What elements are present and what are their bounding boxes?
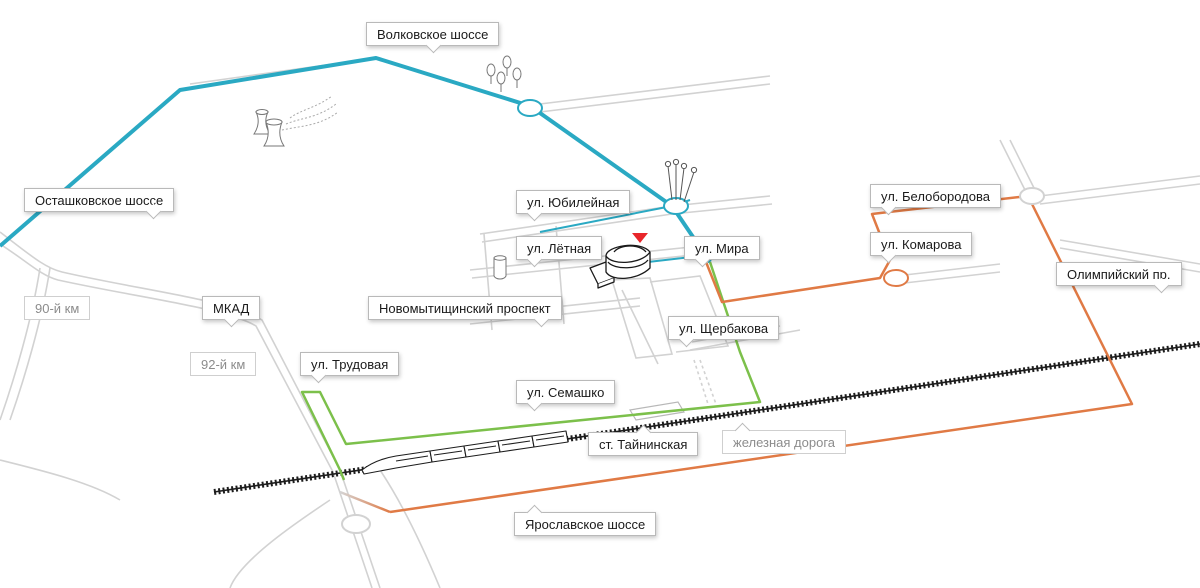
label-trudovaya-street: ул. Трудовая: [300, 352, 400, 376]
blue-route: [0, 56, 712, 264]
label-letnaya-street: ул. Лётная: [516, 236, 603, 260]
green-route: [300, 261, 762, 481]
label-novomytishchinsky-prospect: Новомытищинский проспект: [368, 296, 562, 320]
cooling-towers-icon: [253, 95, 339, 147]
label-90-km: 90-й км: [24, 296, 91, 320]
label-beloborodova-street: ул. Белобородова: [870, 184, 1001, 208]
monument-icon: [664, 158, 698, 203]
trees-icon: [486, 55, 522, 92]
label-ostashkovskoe-highway: Осташковское шоссе: [24, 188, 175, 212]
label-shcherbakova-street: ул. Щербакова: [668, 316, 780, 340]
label-railway: железная дорога: [722, 430, 847, 454]
roundabouts: [341, 99, 1045, 534]
arena-building-icon: [589, 244, 651, 289]
label-olimpiysky-prospect: Олимпийский пр.: [1056, 262, 1182, 286]
label-mkad: МКАД: [202, 296, 261, 320]
destination-marker-icon: [632, 233, 648, 243]
label-semashko-street: ул. Семашко: [516, 380, 616, 404]
label-komarova-street: ул. Комарова: [870, 232, 973, 256]
label-yaroslavskoe-highway: Ярославское шоссе: [514, 512, 657, 536]
label-yubileynaya-street: ул. Юбилейная: [516, 190, 631, 214]
label-tainskaya-station: ст. Тайнинская: [588, 432, 699, 456]
train-icon: [361, 430, 569, 475]
label-mira-street: ул. Мира: [684, 236, 760, 260]
tower-icon: [493, 255, 507, 280]
station-platform: [629, 401, 685, 421]
label-92-km: 92-й км: [190, 352, 257, 376]
label-volkovskoe-highway: Волковское шоссе: [366, 22, 500, 46]
road-network: [0, 57, 1200, 588]
